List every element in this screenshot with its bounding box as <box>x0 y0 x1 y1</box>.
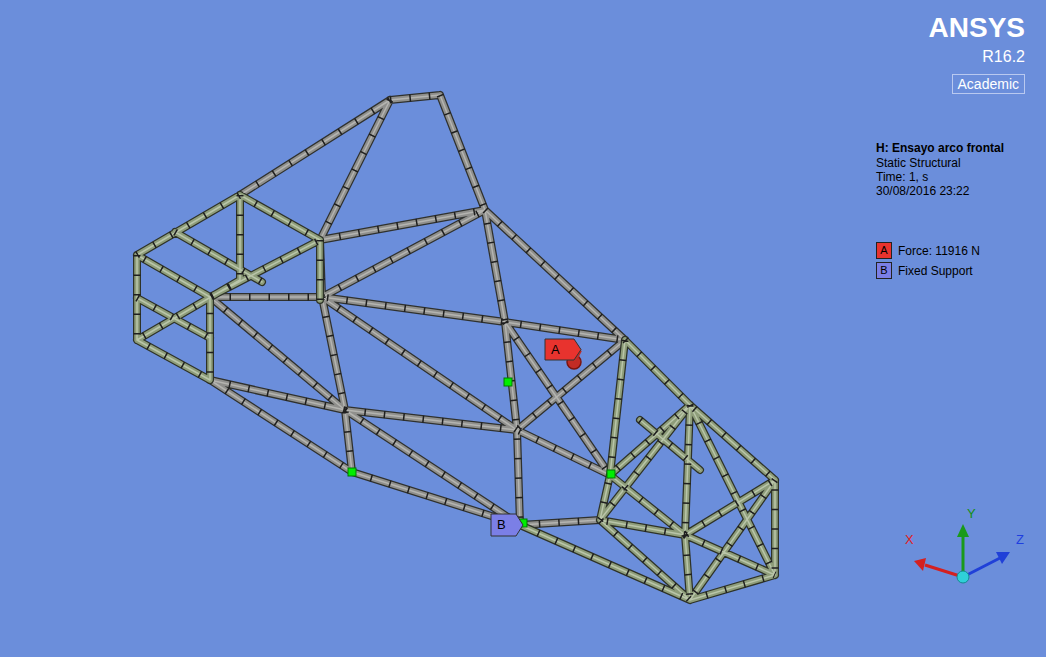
tube-outline <box>137 195 775 600</box>
legend-letter: B <box>880 264 887 276</box>
axis-label: X <box>905 533 914 548</box>
date-label: 30/08/2016 23:22 <box>876 185 969 199</box>
callout-letter: B <box>491 514 506 536</box>
brand-name: ANSYS <box>929 12 1025 44</box>
tube <box>137 195 775 600</box>
axis-label: Z <box>1016 533 1024 548</box>
axis-triad <box>914 524 1010 583</box>
time-label: Time: 1, s <box>876 171 928 185</box>
callout-tag: A <box>545 339 581 360</box>
tag-shape <box>545 339 581 360</box>
legend-swatch: A <box>876 242 892 259</box>
legend-row: A Force: 11916 N <box>876 242 980 259</box>
legend-text: Force: 11916 N <box>898 244 980 258</box>
version-label: R16.2 <box>982 48 1025 66</box>
analysis-type: Static Structural <box>876 157 961 171</box>
license-label: Academic <box>952 74 1025 94</box>
legend-text: Fixed Support <box>898 264 973 278</box>
legend-swatch: B <box>876 262 892 279</box>
legend-row: B Fixed Support <box>876 262 973 279</box>
support-node <box>348 468 356 476</box>
axis-label: Y <box>967 507 976 522</box>
callout-letter: A <box>545 339 560 360</box>
tag-shape <box>491 514 523 536</box>
mesh-tick <box>210 95 625 525</box>
tube-highlight <box>137 195 775 600</box>
legend-letter: A <box>880 244 887 256</box>
tube-highlight <box>210 95 625 525</box>
support-node <box>504 378 512 386</box>
tube-outline <box>210 95 625 525</box>
support-node <box>607 470 615 478</box>
mesh-tick <box>137 195 775 600</box>
tube <box>210 95 625 525</box>
analysis-title: H: Ensayo arco frontal <box>876 142 1004 156</box>
callout-tag: B <box>491 514 523 536</box>
